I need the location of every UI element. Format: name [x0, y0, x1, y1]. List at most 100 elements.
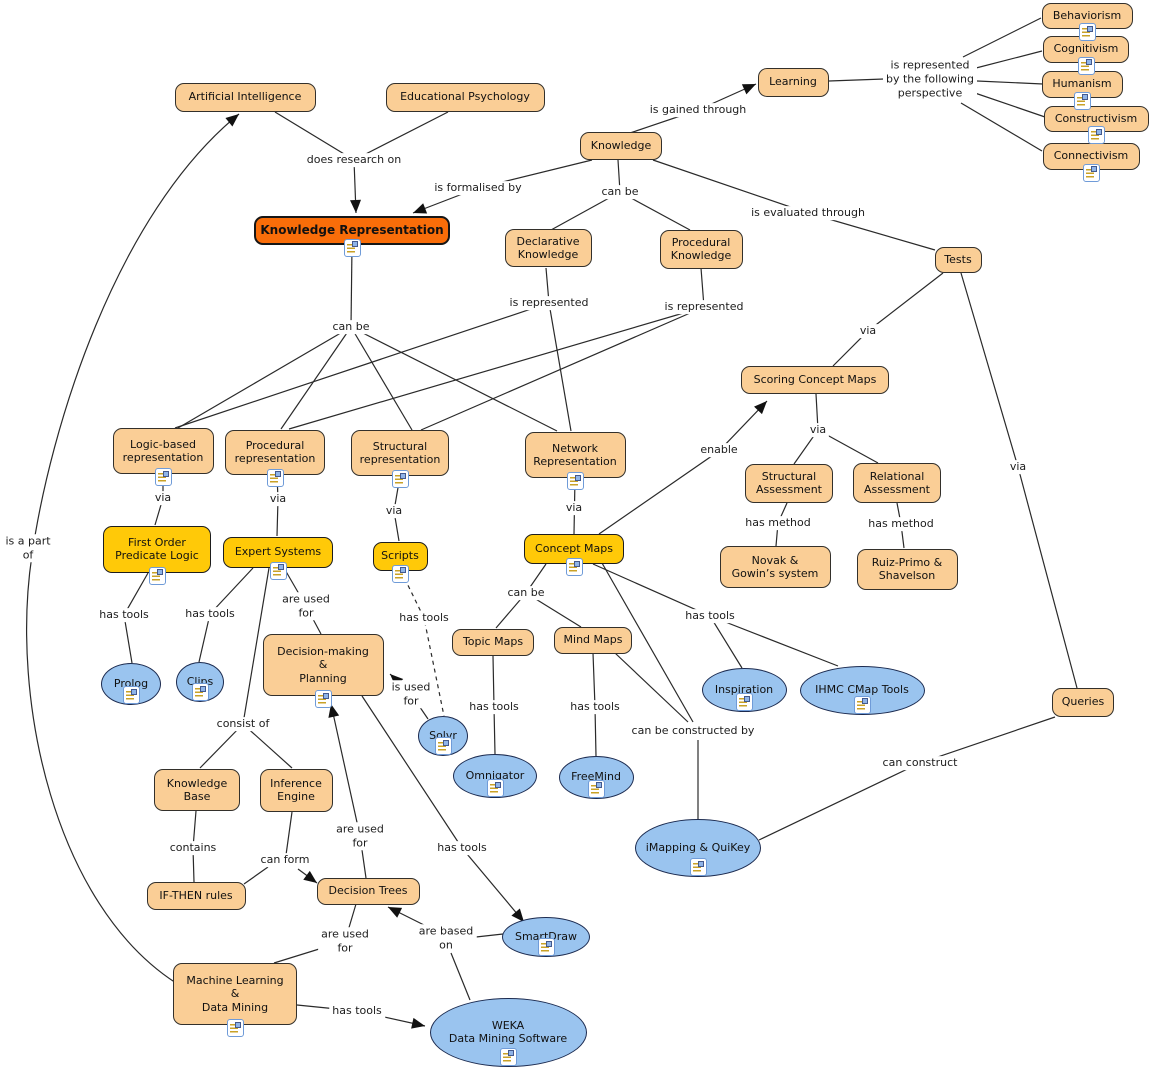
- resource-icon[interactable]: [486, 779, 504, 797]
- link-label-has-tools-dmp[interactable]: has tools: [434, 841, 490, 855]
- node-procedural-representation[interactable]: Procedural representation: [225, 429, 325, 475]
- node-tests[interactable]: Tests: [934, 247, 982, 273]
- node-label: Inspiration: [714, 683, 774, 697]
- link-label-can-form[interactable]: can form: [257, 853, 313, 867]
- node-scoring-concept-maps[interactable]: Scoring Concept Maps: [741, 366, 889, 394]
- resource-icon[interactable]: [735, 693, 753, 711]
- link-label-has-method-structural[interactable]: has method: [742, 516, 814, 530]
- node-relational-assessment[interactable]: Relational Assessment: [853, 463, 941, 503]
- node-humanism[interactable]: Humanism: [1041, 70, 1123, 98]
- resource-icon[interactable]: [266, 468, 284, 487]
- node-logic-based-representation[interactable]: Logic-based representation: [112, 428, 214, 474]
- resource-icon[interactable]: [191, 683, 209, 701]
- link-label-is-represented-procedural[interactable]: is represented: [661, 300, 747, 314]
- link-label-can-be-kr[interactable]: can be: [329, 320, 373, 334]
- node-mind-maps[interactable]: Mind Maps: [554, 626, 632, 654]
- link-label-can-be-conceptmaps[interactable]: can be: [504, 586, 548, 600]
- resource-icon[interactable]: [226, 1019, 244, 1037]
- resource-icon[interactable]: [343, 238, 361, 257]
- resource-icon[interactable]: [566, 472, 584, 490]
- link-label-via-tests-queries[interactable]: via: [1006, 460, 1030, 474]
- resource-icon[interactable]: [499, 1047, 517, 1066]
- node-educational-psychology[interactable]: Educational Psychology: [385, 82, 545, 112]
- link-label-can-be-constructed-by[interactable]: can be constructed by: [628, 724, 758, 738]
- resource-icon[interactable]: [1078, 23, 1096, 41]
- node-clips[interactable]: Clips: [176, 662, 224, 702]
- link-label-has-tools-fopl[interactable]: has tools: [96, 608, 152, 622]
- link-label-via-network[interactable]: via: [562, 501, 586, 515]
- link-label-enable[interactable]: enable: [697, 443, 741, 457]
- node-ruiz-primo-shavelson[interactable]: Ruiz-Primo & Shavelson: [856, 548, 958, 590]
- node-connectivism[interactable]: Connectivism: [1042, 142, 1140, 170]
- link-label-can-construct[interactable]: can construct: [879, 756, 961, 770]
- resource-icon[interactable]: [269, 561, 287, 580]
- link-label-has-tools-ml[interactable]: has tools: [329, 1004, 385, 1018]
- link-label-does-research-on[interactable]: does research on: [303, 153, 405, 167]
- link-label-via-scoring-assessments[interactable]: via: [806, 423, 830, 437]
- node-knowledge-base[interactable]: Knowledge Base: [154, 769, 240, 811]
- link-label-has-tools-scripts[interactable]: has tools: [396, 611, 452, 625]
- link-label-can-be-knowledge[interactable]: can be: [598, 185, 642, 199]
- node-decision-trees[interactable]: Decision Trees: [316, 877, 420, 905]
- link-label-has-method-relational[interactable]: has method: [865, 517, 937, 531]
- link-label-has-tools-topicmaps[interactable]: has tools: [466, 700, 522, 714]
- resource-icon[interactable]: [565, 558, 583, 576]
- link-label-via-logic[interactable]: via: [151, 491, 175, 505]
- link-label-via-structural[interactable]: via: [382, 504, 406, 518]
- node-inference-engine[interactable]: Inference Engine: [259, 768, 333, 812]
- resource-icon[interactable]: [122, 686, 140, 704]
- resource-icon[interactable]: [391, 564, 409, 583]
- link-label-are-used-for-dtrees[interactable]: are used for: [333, 822, 387, 850]
- node-artificial-intelligence[interactable]: Artificial Intelligence: [174, 82, 316, 112]
- node-procedural-knowledge[interactable]: Procedural Knowledge: [659, 229, 743, 269]
- resource-icon[interactable]: [853, 695, 871, 714]
- resource-icon[interactable]: [314, 690, 332, 708]
- resource-icon[interactable]: [1087, 126, 1105, 144]
- link-label-is-represented-by-perspective[interactable]: is represented by the following perspect…: [883, 58, 977, 100]
- resource-icon[interactable]: [148, 566, 166, 585]
- node-decision-making-planning[interactable]: Decision-making & Planning: [262, 634, 384, 696]
- node-label: Decision-making & Planning: [277, 645, 369, 685]
- node-expert-systems[interactable]: Expert Systems: [223, 536, 333, 568]
- node-queries[interactable]: Queries: [1052, 687, 1114, 717]
- resource-icon[interactable]: [154, 468, 172, 486]
- resource-icon[interactable]: [1082, 163, 1100, 182]
- node-knowledge[interactable]: Knowledge: [580, 132, 662, 160]
- link-label-is-a-part-of[interactable]: is a part of: [2, 534, 54, 562]
- node-omnigator[interactable]: Omnigator: [453, 754, 537, 798]
- link-label-is-formalised-by[interactable]: is formalised by: [431, 181, 525, 195]
- node-declarative-knowledge[interactable]: Declarative Knowledge: [504, 229, 592, 267]
- resource-icon[interactable]: [391, 470, 409, 488]
- link-label-via-tests-scoring[interactable]: via: [856, 324, 880, 338]
- edge-dtrees-areused-dmp-arrowhead: [328, 704, 340, 718]
- resource-icon[interactable]: [1073, 91, 1091, 110]
- node-learning[interactable]: Learning: [757, 67, 829, 97]
- node-topic-maps[interactable]: Topic Maps: [452, 628, 534, 656]
- node-machine-learning-data-mining[interactable]: Machine Learning & Data Mining: [173, 963, 297, 1025]
- node-if-then-rules[interactable]: IF-THEN rules: [146, 882, 246, 910]
- link-label-is-represented-declarative[interactable]: is represented: [506, 296, 592, 310]
- resource-icon[interactable]: [537, 938, 555, 956]
- link-label-consist-of[interactable]: consist of: [213, 717, 273, 731]
- link-label-via-procedural[interactable]: via: [266, 492, 290, 506]
- link-label-are-based-on[interactable]: are based on: [415, 924, 477, 952]
- node-inspiration[interactable]: Inspiration: [701, 668, 787, 712]
- link-label-is-gained-through[interactable]: is gained through: [646, 103, 750, 117]
- link-label-has-tools-mindmaps[interactable]: has tools: [567, 700, 623, 714]
- node-structural-assessment[interactable]: Structural Assessment: [745, 463, 833, 503]
- node-ihmc-cmap-tools[interactable]: IHMC CMap Tools: [799, 665, 925, 715]
- link-label-is-evaluated-through[interactable]: is evaluated through: [748, 206, 868, 220]
- link-label-has-tools-conceptmaps[interactable]: has tools: [682, 609, 738, 623]
- node-structural-representation[interactable]: Structural representation: [351, 430, 449, 476]
- resource-icon[interactable]: [1077, 56, 1095, 75]
- link-label-are-used-for-ml[interactable]: are used for: [318, 927, 372, 955]
- node-first-order-predicate-logic[interactable]: First Order Predicate Logic: [103, 525, 211, 573]
- link-label-is-used-for-solvr[interactable]: is used for: [388, 680, 434, 708]
- resource-icon[interactable]: [587, 779, 605, 798]
- resource-icon[interactable]: [434, 737, 452, 755]
- node-novak-gowins-system[interactable]: Novak & Gowin’s system: [719, 546, 831, 588]
- link-label-are-used-for-es[interactable]: are used for: [279, 592, 333, 620]
- resource-icon[interactable]: [689, 858, 707, 876]
- link-label-contains[interactable]: contains: [166, 841, 220, 855]
- link-label-has-tools-es[interactable]: has tools: [182, 607, 238, 621]
